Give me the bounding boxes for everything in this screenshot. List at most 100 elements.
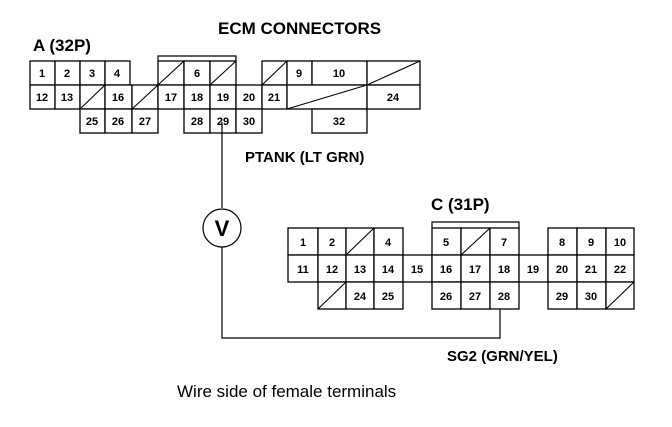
connector-c: 1 2 4 5 7 8 9 10 11 12 13 14 15 16 17 bbox=[287, 221, 635, 310]
connector-c-pin: 24 bbox=[354, 291, 367, 303]
diagram-title: ECM CONNECTORS bbox=[218, 19, 381, 38]
connector-c-cell bbox=[489, 281, 520, 310]
connector-a-pin: 20 bbox=[243, 92, 255, 104]
ptank-wire-label: PTANK (LT GRN) bbox=[245, 149, 364, 166]
connector-c-pin: 12 bbox=[326, 264, 338, 276]
connector-a-pin: 9 bbox=[296, 68, 302, 80]
connector-c-cell bbox=[431, 254, 462, 283]
connector-c-lock-tab bbox=[431, 221, 520, 228]
connector-a-pin: 25 bbox=[86, 116, 98, 128]
connector-c-slash bbox=[317, 281, 347, 310]
connector-a-slash bbox=[286, 84, 368, 110]
connector-c-pin: 14 bbox=[382, 264, 395, 276]
connector-a-slash bbox=[131, 84, 159, 110]
connector-c-cell bbox=[489, 227, 520, 256]
connector-c-cell bbox=[576, 227, 607, 256]
connector-c-pin: 17 bbox=[469, 264, 481, 276]
connector-c-cell bbox=[317, 254, 347, 283]
connector-a-pin: 10 bbox=[333, 68, 345, 80]
connector-c-pin: 22 bbox=[614, 264, 626, 276]
connector-c-cell bbox=[547, 227, 578, 256]
connector-c-pin: 9 bbox=[588, 237, 594, 249]
connector-c-pin: 30 bbox=[585, 291, 597, 303]
connector-a-pin: 12 bbox=[36, 92, 48, 104]
connector-a-slash bbox=[366, 60, 421, 86]
connector-a-cell bbox=[157, 84, 185, 110]
connector-a-pin: 4 bbox=[114, 68, 121, 80]
connector-a-pin: 6 bbox=[194, 68, 200, 80]
sg2-wire-label: SG2 (GRN/YEL) bbox=[447, 348, 558, 365]
connector-c-label: C (31P) bbox=[431, 195, 490, 214]
connector-c-cell bbox=[402, 254, 433, 283]
connector-c-pin: 13 bbox=[354, 264, 366, 276]
connector-c-pin: 7 bbox=[501, 237, 507, 249]
connector-a-pin: 29 bbox=[217, 116, 229, 128]
connector-a-cell bbox=[235, 108, 263, 134]
connector-a-slash bbox=[157, 60, 185, 86]
connector-a-pin: 18 bbox=[191, 92, 203, 104]
connector-c-pin: 8 bbox=[559, 237, 565, 249]
connector-c-cell bbox=[489, 254, 520, 283]
connector-a-pin: 26 bbox=[112, 116, 124, 128]
connector-c-pin: 10 bbox=[614, 237, 626, 249]
connector-c-pin: 21 bbox=[585, 264, 597, 276]
connector-a-lock-tab bbox=[157, 55, 237, 61]
connector-a-pin: 24 bbox=[387, 92, 400, 104]
connector-c-cell bbox=[431, 281, 462, 310]
connector-a-pin: 32 bbox=[333, 116, 345, 128]
connector-c-pin: 26 bbox=[440, 291, 452, 303]
connector-a-pin: 30 bbox=[243, 116, 255, 128]
diagram-caption: Wire side of female terminals bbox=[177, 382, 396, 401]
connector-c-pin: 18 bbox=[498, 264, 510, 276]
connector-c-cell bbox=[460, 281, 491, 310]
sg2-wire bbox=[221, 247, 501, 339]
connector-a-cell bbox=[311, 108, 368, 134]
connector-c-cell bbox=[287, 254, 319, 283]
connector-c-pin: 29 bbox=[556, 291, 568, 303]
connector-c-cell bbox=[373, 281, 404, 310]
connector-a-pin: 21 bbox=[268, 92, 280, 104]
connector-c-cell bbox=[576, 281, 607, 310]
connector-a-pin: 2 bbox=[64, 68, 70, 80]
connector-c-slash bbox=[345, 227, 375, 256]
connector-c-cell bbox=[518, 254, 549, 283]
connector-a-cell bbox=[311, 60, 368, 86]
connector-c-pin: 4 bbox=[385, 237, 392, 249]
connector-a-cell bbox=[366, 84, 421, 110]
connector-a-cell bbox=[104, 60, 131, 86]
connector-c-pin: 20 bbox=[556, 264, 568, 276]
connector-c-pin: 19 bbox=[527, 264, 539, 276]
connector-a-cell bbox=[209, 108, 237, 134]
connector-a-slash bbox=[261, 60, 288, 86]
connector-c-cell bbox=[460, 254, 491, 283]
connector-a-cell bbox=[79, 108, 106, 134]
connector-a-pin: 27 bbox=[139, 116, 151, 128]
connector-c-pin: 5 bbox=[443, 237, 449, 249]
voltmeter: V bbox=[202, 208, 242, 248]
connector-a-cell bbox=[104, 84, 133, 110]
connector-c-pin: 27 bbox=[469, 291, 481, 303]
connector-a-label: A (32P) bbox=[33, 36, 91, 55]
connector-a-slash bbox=[79, 84, 106, 110]
connector-a-pin: 16 bbox=[112, 92, 124, 104]
connector-a-pin: 28 bbox=[191, 116, 203, 128]
connector-c-pin: 1 bbox=[300, 237, 306, 249]
connector-a-pin: 1 bbox=[39, 68, 45, 80]
connector-a-cell bbox=[104, 108, 133, 134]
connector-a-pin: 17 bbox=[165, 92, 177, 104]
voltmeter-symbol: V bbox=[215, 216, 230, 241]
connector-a-pin: 3 bbox=[89, 68, 95, 80]
connector-a-cell bbox=[131, 108, 159, 134]
connector-a: 1 2 3 4 6 9 10 12 13 16 17 18 bbox=[29, 55, 421, 134]
connector-c-cell bbox=[345, 254, 375, 283]
connector-c-pin: 2 bbox=[329, 237, 335, 249]
connector-c-pin: 16 bbox=[440, 264, 452, 276]
connector-a-cell bbox=[29, 84, 56, 110]
connector-c-cell bbox=[345, 281, 375, 310]
connector-a-pin: 19 bbox=[217, 92, 229, 104]
connector-a-cell bbox=[54, 84, 81, 110]
connector-c-pin: 28 bbox=[498, 291, 510, 303]
connector-c-slash bbox=[460, 227, 491, 256]
